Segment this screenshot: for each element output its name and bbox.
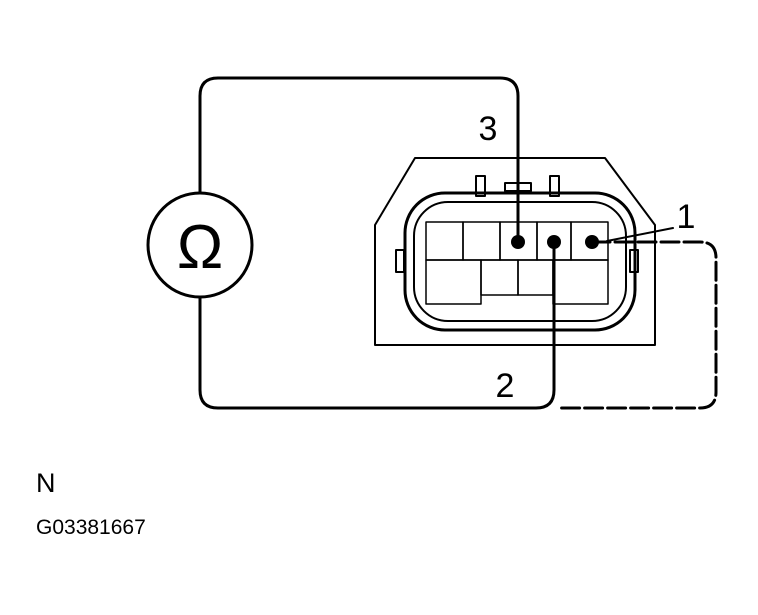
pin-2-contact xyxy=(547,235,561,249)
wire-meter-to-pin-3 xyxy=(198,76,520,244)
pin-1-label: 1 xyxy=(677,198,696,236)
pin-contacts xyxy=(511,235,599,249)
ohmmeter-body xyxy=(146,191,254,299)
ohm-symbol-icon: Ω xyxy=(177,213,223,282)
pin-1-contact xyxy=(585,235,599,249)
figure-id-label: G03381667 xyxy=(36,516,146,539)
pin-1-leader-line xyxy=(606,227,674,242)
connector-latch-left xyxy=(475,175,486,197)
wire-meter-to-pin-2 xyxy=(198,240,556,410)
pin-2-label: 2 xyxy=(496,367,515,405)
orientation-label: N xyxy=(36,468,56,498)
connector-face-inner xyxy=(413,201,627,322)
connector-face-outer xyxy=(403,191,637,332)
connector-side-tab-left xyxy=(395,249,405,273)
wire-pin-1-return xyxy=(558,240,718,410)
connector-latch-right xyxy=(549,175,560,197)
pin-3-label: 3 xyxy=(479,110,498,148)
connector-housing xyxy=(374,157,656,346)
pin-3-contact xyxy=(511,235,525,249)
